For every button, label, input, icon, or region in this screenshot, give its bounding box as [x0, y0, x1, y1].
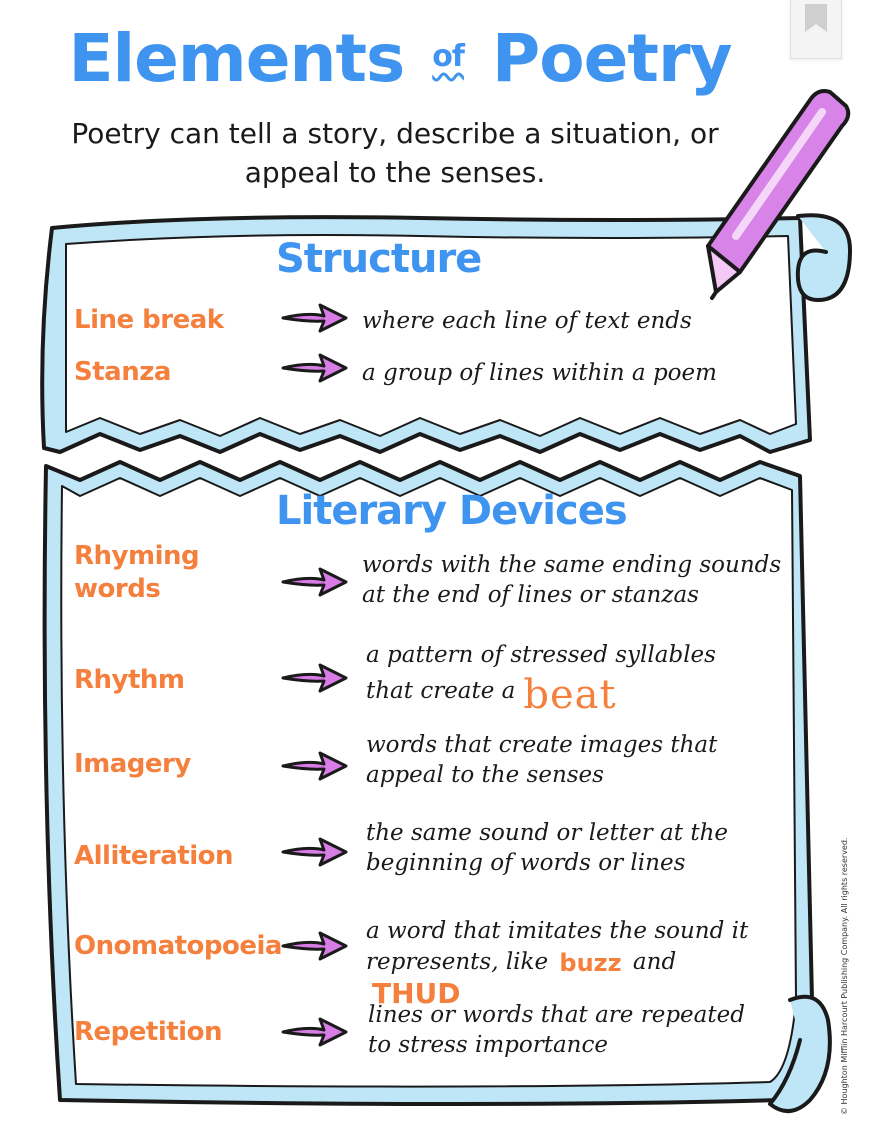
def-rhyming-words: words with the same ending sounds at the… — [362, 552, 782, 608]
def-repetition: lines or words that are repeated to stre… — [368, 1002, 745, 1058]
title-word-elements: Elements — [68, 20, 405, 97]
def-stanza: a group of lines within a poem — [362, 360, 717, 386]
pencil-icon — [706, 89, 851, 300]
arrow-icon — [281, 663, 348, 693]
arrow-icon — [281, 751, 348, 781]
page-title: Elements of Poetry — [0, 20, 800, 97]
arrow-icon — [281, 353, 348, 383]
effect-thud: THUD — [372, 977, 461, 1010]
term-stanza: Stanza — [74, 357, 171, 387]
term-line-break: Line break — [74, 305, 224, 335]
def-rhythm-text: a pattern of stressed syllables that cre… — [366, 642, 716, 704]
term-rhyming-words: Rhyming words — [74, 541, 200, 604]
arrow-icon — [281, 931, 348, 961]
structure-heading: Structure — [276, 236, 482, 282]
def-onomatopoeia: a word that imitates the sound it repres… — [366, 916, 776, 1009]
def-rhythm: a pattern of stressed syllables that cre… — [366, 640, 746, 715]
def-onomatopoeia-text: a word that imitates the sound it repres… — [366, 918, 749, 975]
term-imagery: Imagery — [74, 749, 191, 779]
arrow-icon — [281, 567, 348, 597]
bookmark-button[interactable] — [790, 0, 842, 59]
term-rhythm: Rhythm — [74, 665, 185, 695]
devices-scroll — [42, 460, 832, 1113]
effect-buzz: buzz — [559, 949, 622, 977]
term-onomatopoeia: Onomatopoeia — [74, 931, 282, 961]
devices-heading: Literary Devices — [276, 488, 628, 534]
copyright-notice: © Houghton Mifflin Harcourt Publishing C… — [840, 837, 849, 1115]
arrow-icon — [281, 1017, 348, 1047]
title-word-poetry: Poetry — [491, 20, 733, 97]
bookmark-icon — [805, 4, 827, 32]
def-imagery: words that create images that appeal to … — [366, 732, 718, 788]
arrow-icon — [281, 837, 348, 867]
def-alliteration: the same sound or letter at the beginnin… — [366, 820, 728, 876]
def-line-break: where each line of text ends — [362, 308, 692, 334]
title-word-of: of — [432, 39, 465, 75]
arrow-icon — [281, 303, 348, 333]
subtitle: Poetry can tell a story, describe a situ… — [71, 117, 719, 189]
term-repetition: Repetition — [74, 1017, 222, 1047]
def-onomatopoeia-joiner: and — [632, 949, 677, 975]
term-alliteration: Alliteration — [74, 841, 234, 871]
effect-beat: beat — [523, 672, 617, 718]
